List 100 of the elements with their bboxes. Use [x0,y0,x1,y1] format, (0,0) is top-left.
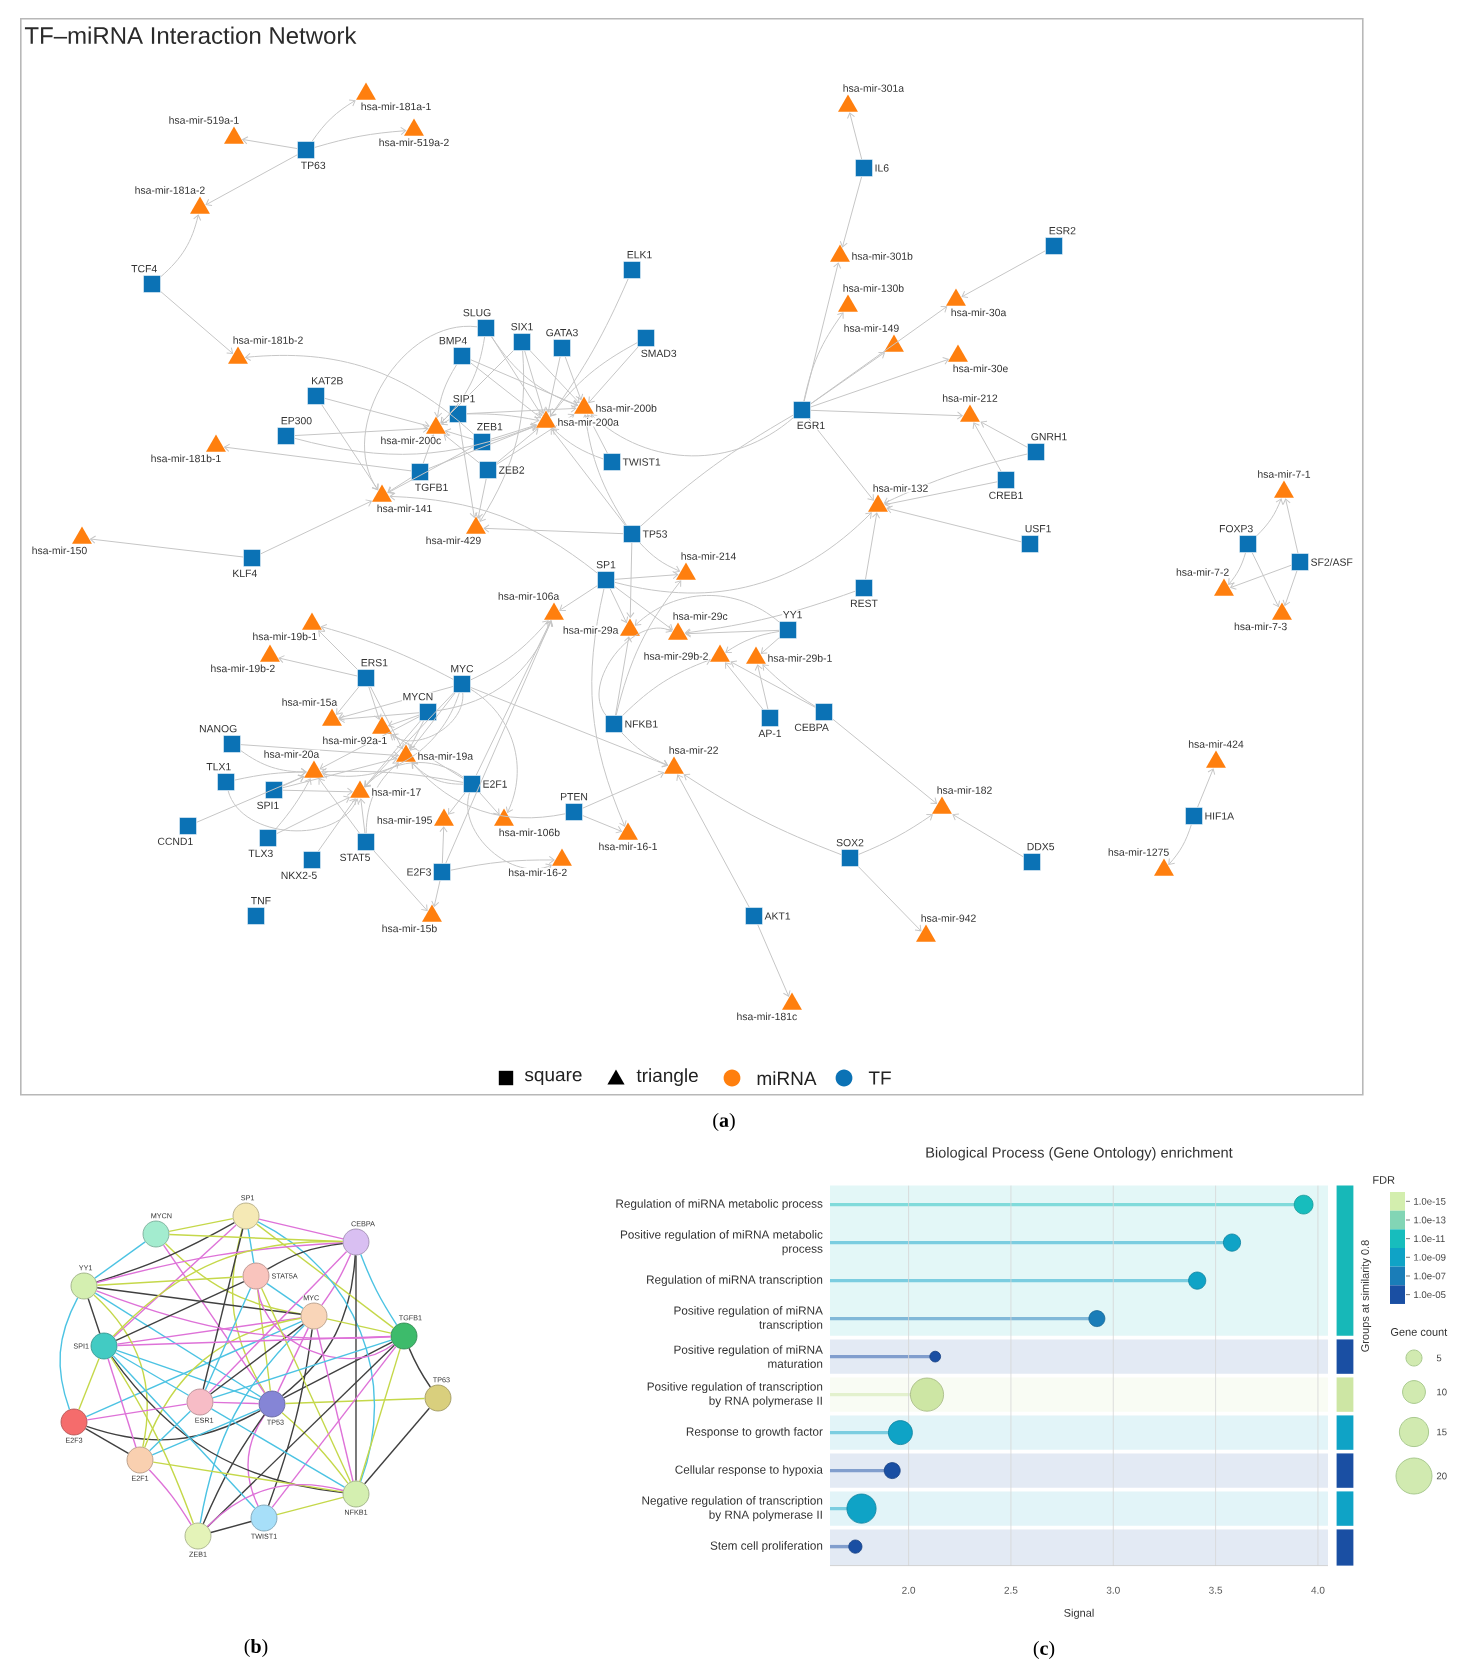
arrow [884,481,998,508]
arrow [336,686,360,715]
square-node [247,907,265,925]
square-node [997,471,1015,489]
arrow [1282,570,1298,607]
arrow [324,397,430,429]
triangle-node [1274,480,1294,498]
square-node [779,621,797,639]
arrow [450,855,555,871]
triangle-node [350,780,370,798]
connector-line [116,1335,392,1347]
connector-line [210,1520,252,1534]
arrow [730,660,816,708]
arrow [952,813,1024,858]
arrow [428,423,537,470]
arrow [240,744,399,760]
square-node [745,907,763,925]
triangle-node [422,904,442,922]
square-node [637,329,655,347]
connector-line [267,1328,313,1507]
arrow [762,664,816,707]
connector-line [87,1298,101,1334]
square-node [603,453,621,471]
triangle-node [494,808,514,826]
arrow [490,422,538,440]
arrow [89,535,244,558]
arrow [282,755,398,789]
square-node [259,829,277,847]
square-node [179,817,197,835]
arrow [234,768,307,781]
point [1293,1194,1314,1215]
arrow [470,688,518,813]
connector-line [96,1221,235,1283]
arrow [311,99,356,142]
arrow [491,336,578,408]
arrow [196,774,305,823]
circle-node [258,1390,286,1418]
triangle-node [304,760,324,778]
connector-line [94,1292,262,1398]
arrow [491,336,543,416]
arrow [858,813,933,855]
arrow [754,664,769,710]
connector-line [94,1241,146,1279]
arrow [388,714,420,728]
triangle-node [190,196,210,214]
connector-line [84,1428,130,1455]
connector-line [96,1242,344,1284]
connector-line [258,1218,344,1240]
arrow [282,787,353,796]
square-node [303,851,321,869]
arrow [441,418,450,426]
arrow [387,477,412,494]
connector-line [85,1320,303,1418]
arrow [803,262,842,402]
circle-node [70,1272,98,1300]
square-node [243,549,261,567]
arrow [160,214,202,278]
square-node [793,401,811,419]
arrow [224,443,412,472]
arrow [980,420,1028,448]
square-node [1045,237,1063,255]
arrow [314,126,407,148]
triangle-node [426,416,446,434]
arrow [260,499,372,555]
arrow [364,720,422,787]
triangle-node [466,516,486,534]
point [848,1539,863,1554]
arrow [436,620,554,712]
square-node [1021,535,1039,553]
square-node [513,333,531,351]
arrow [470,359,579,408]
square-node [597,571,615,589]
arrow [725,662,764,710]
arrow [440,336,486,424]
arrow [364,762,464,788]
arrow [364,326,478,491]
point [929,1350,941,1363]
triangle-node [868,494,888,512]
arrow [240,750,307,777]
square-node [357,833,375,851]
triangle-node [552,848,572,866]
arrow [564,356,584,401]
legend-label: miRNA [757,1071,817,1085]
triangle-node [72,526,92,544]
circle-node [142,1220,170,1248]
circle-node [424,1384,452,1412]
triangle-node [746,646,766,664]
square-node [479,461,497,479]
triangle-node [620,618,640,636]
point [1088,1310,1106,1328]
arrow [725,630,780,654]
point [888,1420,913,1446]
connector-line [107,1358,137,1448]
connector-line [640,414,794,527]
arrow [448,792,466,815]
connector-line [257,1221,376,1483]
arrow [373,850,428,912]
connector-line [113,1224,237,1338]
arrow [431,880,441,907]
arrow [559,585,598,612]
